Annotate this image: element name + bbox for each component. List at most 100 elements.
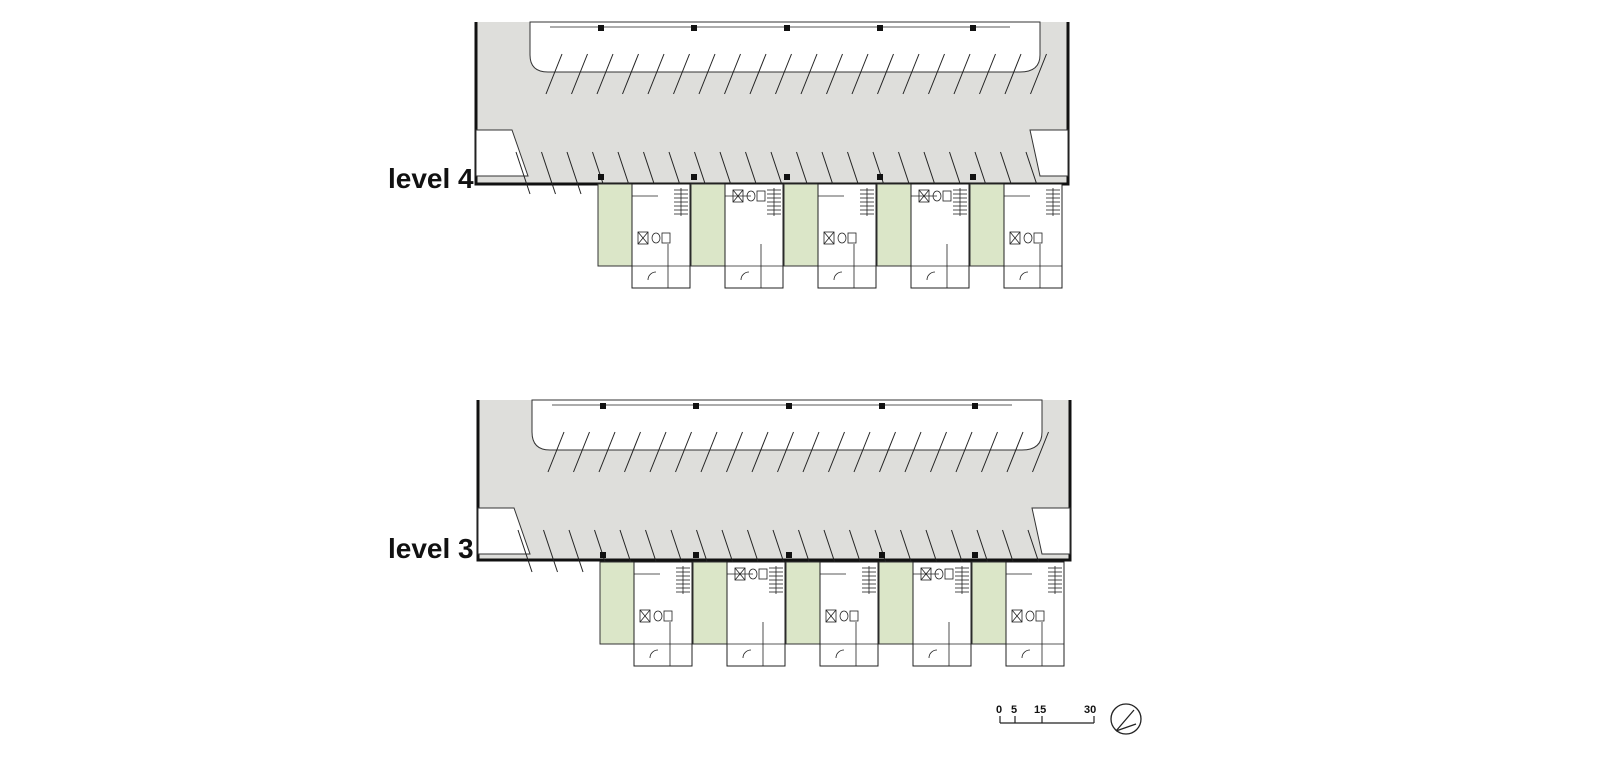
parking-stall-line [598,431,616,473]
courtyard [969,183,1005,267]
unit-floorplate [912,561,972,667]
parking-stall-line [879,431,896,473]
residential-unit [597,183,691,289]
level-4-garage [474,21,1070,195]
courtyard [690,183,726,267]
stair-icon [1046,188,1060,216]
scale-tick-0: 0 [996,704,1002,716]
parking-stall-line [828,431,845,473]
structural-column [600,403,606,409]
parking-stall-line [545,53,563,95]
structural-column [972,552,978,558]
parking-stall-line [1004,53,1022,95]
residential-unit [878,561,972,667]
door-swing [740,271,750,281]
courtyard [876,183,912,267]
scale-tick-30: 30 [1084,704,1096,716]
door-swing [926,271,936,281]
parking-stall-line [596,53,614,95]
parking-stall-line [700,431,718,473]
bathroom-fixtures-icon [639,609,673,623]
parking-stall-line [802,431,820,473]
unit-floorplate [910,183,970,289]
level-4-parking-stalls-top [545,53,1047,95]
parking-stall-line [800,53,818,95]
door-swing [928,649,938,659]
parking-stall-line [571,53,588,95]
structural-column [693,403,699,409]
door-swing [649,649,659,659]
level-3-garage [476,399,1072,573]
parking-stall-line [853,431,871,473]
residential-unit [599,561,693,667]
parking-stall-line [1030,53,1047,95]
parking-stall-line [573,431,590,473]
bathroom-fixtures-icon [1009,231,1043,245]
bathroom-fixtures-icon [920,567,954,581]
level-3-label: level 3 [388,533,474,564]
courtyard [878,561,914,645]
structural-column [877,174,883,180]
level-3-columns [600,403,978,558]
parking-stall-line [904,431,922,473]
unit-floorplate [726,561,786,667]
stair-icon [769,566,783,594]
courtyard [599,561,635,645]
structural-column [970,174,976,180]
level-4-columns [598,25,976,180]
structural-column [784,25,790,31]
courtyard [597,183,633,267]
parking-stall-line [517,529,533,573]
residential-unit [971,561,1065,667]
parking-stall-line [877,53,894,95]
bathroom-fixtures-icon [918,189,952,203]
parking-stall-line [826,53,843,95]
bathroom-fixtures-icon [732,189,766,203]
parking-stall-line [979,53,996,95]
parking-stall-line [1032,431,1049,473]
structural-column [970,25,976,31]
courtyard [971,561,1007,645]
bathroom-fixtures-icon [637,231,671,245]
level-4-label: level 4 [388,163,474,194]
structural-column [786,403,792,409]
parking-stall-line [981,431,998,473]
door-swing [835,649,845,659]
stair-icon [674,188,688,216]
stair-icon [767,188,781,216]
structural-column [877,25,883,31]
parking-stall-line [1006,431,1024,473]
bathroom-fixtures-icon [1011,609,1045,623]
courtyard [785,561,821,645]
parking-stall-line [698,53,716,95]
bathroom-fixtures-icon [825,609,859,623]
parking-stall-line [749,53,767,95]
courtyard [783,183,819,267]
parking-stall-line [647,53,665,95]
structural-column [786,552,792,558]
structural-column [598,174,604,180]
unit-floorplate [1003,183,1063,289]
structural-column [784,174,790,180]
structural-column [598,25,604,31]
level-3-units [599,561,1065,667]
door-swing [742,649,752,659]
scale-tick-5: 5 [1011,704,1017,716]
door-swing [1019,271,1029,281]
level-4-plan: level 4 [388,21,1070,289]
scale-tick-15: 15 [1034,704,1046,716]
parking-stall-line [566,151,582,195]
parking-stall-line [622,53,639,95]
structural-column [879,552,885,558]
residential-unit [692,561,786,667]
stair-icon [860,188,874,216]
parking-stall-line [515,151,531,195]
structural-column [691,174,697,180]
parking-stall-line [675,431,692,473]
parking-stall-line [543,529,558,573]
parking-stall-line [547,431,565,473]
stair-icon [862,566,876,594]
stair-icon [676,566,690,594]
scale-bar: 0 5 15 30 [996,704,1096,724]
parking-stall-line [955,431,973,473]
